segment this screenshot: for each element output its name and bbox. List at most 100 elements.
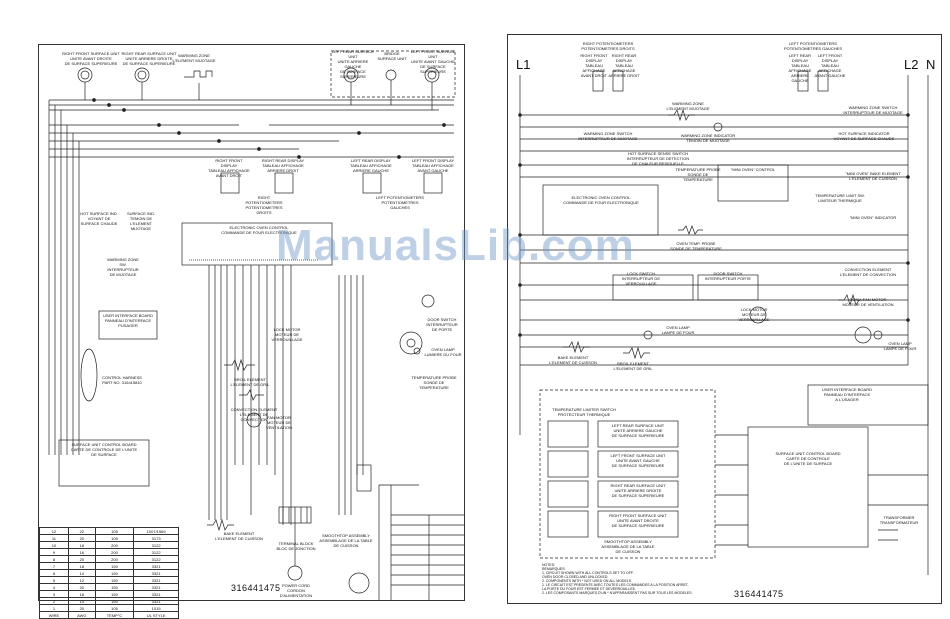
- table-cell: 10: [39, 541, 69, 549]
- table-cell: 150: [94, 569, 135, 577]
- door-switch-label: DOOR SWITCH INTERRUPTEUR DE PORTE: [426, 317, 458, 332]
- table-cell: 105: [94, 527, 135, 535]
- table-cell: 20: [67, 555, 96, 563]
- temp-probe-right: TEMPERATURE PROBE SONDE DE TEMPERATURE: [675, 167, 721, 182]
- table-cell: 3321: [133, 597, 179, 605]
- neutral-label: N: [926, 57, 936, 72]
- table-cell: 3321: [133, 562, 179, 570]
- mini-oven-indicator: "MINI OVEN" INDICATOR: [849, 215, 897, 220]
- right-front-display-label: RIGHT FRONT DISPLAY TABLEAU AFFICHAGE AV…: [208, 158, 250, 178]
- warming-zone-switch-label: WARMING ZONE SW. INTERRUPTEUR DE MIJOTAG…: [107, 257, 139, 277]
- control-harness-label: CONTROL HARNESS PART NO. 316415810: [102, 375, 142, 385]
- wiring-diagram-lines: [48, 50, 464, 600]
- oven-temp-probe: OVEN TEMP. PROBE SONDE DE TEMPERATURE: [670, 241, 722, 251]
- bake-element-label: BAKE ELEMENT L'ELEMENT DE CUISSON: [549, 355, 597, 365]
- right-front-display-2: RIGHT FRONT DISPLAY TABLEAU AFFICHAGE AV…: [580, 53, 608, 78]
- surface-board-label-2: SURFACE UNIT CONTROL BOARD CARTE DE CONT…: [775, 451, 841, 466]
- oven-lamp-label-3: OVEN LAMP LAMPE DE FOUR: [883, 341, 917, 351]
- right-rear-display-label: RIGHT REAR DISPLAY TABLEAU AFFICHAGE ARR…: [261, 158, 305, 173]
- table-cell: 150: [94, 562, 135, 570]
- table-cell: 12: [39, 527, 69, 535]
- lock-motor-label: LOCK MOTOR MOTEUR DE VERROUILLAGE: [271, 327, 303, 342]
- warming-zone-label: WARMING ZONE L'ELEMENT MIJOTAGE: [172, 53, 216, 63]
- mini-oven-bake-label: "MINI OVEN" BAKE ELEMENT L'ELEMENT DE CU…: [845, 171, 901, 181]
- table-cell: 1015: [133, 604, 179, 612]
- broil-element-label: BROIL ELEMENT L'ELEMENT DE GRIL: [613, 361, 653, 371]
- oven-lamp-label-2: OVEN LAMP LAMPE DE FOUR: [661, 325, 695, 335]
- table-cell: 3122: [133, 541, 179, 549]
- notes-body: 1. CIRCUIT SHOWN WITH ALL CONTROLS SET T…: [542, 571, 693, 595]
- eoc-label-2: ELECTRONIC OVEN CONTROL COMMANDE DE FOUR…: [563, 195, 639, 205]
- table-cell: 3321: [133, 576, 179, 584]
- left-front-surface-unit: LEFT FRONT SURFACE UNIT UNITE AVANT GAUC…: [610, 453, 666, 468]
- table-header-cell: WIRE: [39, 611, 69, 619]
- left-rear-unit-label: LEFT REAR SURFACE UNIT UNITE ARRIERE GAU…: [332, 49, 374, 79]
- warming-zone-switch-right: WARMING ZONE SWITCH INTERRUPTEUR DE MIJO…: [843, 105, 903, 115]
- l2-label: L2: [904, 57, 919, 72]
- bake-label: BAKE ELEMENT L'ELEMENT DE CUISSON: [215, 531, 263, 541]
- oven-lamp-label: OVEN LAMP LUMIERE DU FOUR: [424, 347, 462, 357]
- door-switch-label-2: DOOR SWITCH INTERRUPTEUR PORTE: [704, 271, 752, 281]
- right-rear-display-2: RIGHT REAR DISPLAY TABLEAU AFFICHAGE ARR…: [608, 53, 640, 78]
- table-cell: 11: [39, 534, 69, 542]
- schematic-lines: [518, 70, 929, 575]
- left-front-unit-label: LEFT FRONT SURFACE UNIT UNITE AVANT GAUC…: [410, 49, 456, 74]
- table-cell: 150: [94, 576, 135, 584]
- terminal-block-label: TERMINAL BLOCK BLOC DE JONCTION: [276, 541, 316, 551]
- right-rear-surface-unit: RIGHT REAR SURFACE UNIT UNITE ARRIERE DR…: [610, 483, 666, 498]
- left-doc-number: 316441475: [231, 583, 281, 593]
- table-cell: 200: [94, 541, 135, 549]
- power-cord-label: POWER CORD CORDON D'ALIMENTATION: [279, 583, 313, 598]
- mini-oven-thermostat: TEMPERATURE LIMIT SW. LIMITEUR THERMIQUE: [815, 193, 865, 203]
- table-cell: 200: [94, 548, 135, 556]
- convection-label: CONVECTION ELEMENT L'ELEMENT DE CONVECTI…: [230, 407, 278, 422]
- uib-label-2: USER INTERFACE BOARD PANNEAU D'INTERFACE…: [821, 387, 872, 402]
- right-pots-label: RIGHT POTENTIOMETERS POTENTIOMETRES DROI…: [245, 195, 283, 215]
- left-rear-display-2: LEFT REAR DISPLAY TABLEAU AFFICHAGE ARRI…: [788, 53, 812, 83]
- table-cell: 3: [39, 590, 69, 598]
- table-cell: 9: [39, 548, 69, 556]
- surface-board-label: SURFACE UNIT CONTROL BOARD CARTE DE CONT…: [70, 442, 138, 457]
- table-cell: 150: [94, 597, 135, 605]
- table-cell: 150: [94, 583, 135, 591]
- table-cell: 20: [67, 604, 96, 612]
- table-cell: 3122: [133, 555, 179, 563]
- smoothtop-label: SMOOTHTOP ASSEMBLY ASSEMBLAGE DE LA TABL…: [319, 533, 373, 548]
- table-header-cell: UL STYLE: [133, 611, 179, 619]
- left-front-display-label: LEFT FRONT DISPLAY TABLEAU AFFICHAGE AVA…: [411, 158, 455, 173]
- right-front-surface-unit: RIGHT FRONT SURFACE UNIT UNITE AVANT DRO…: [609, 513, 667, 528]
- table-cell: 2: [39, 597, 69, 605]
- table-cell: 3321: [133, 583, 179, 591]
- left-rear-surface-unit: LEFT REAR SURFACE UNIT UNITE ARRIERE GAU…: [611, 423, 665, 438]
- mini-oven-control-label: "MINI OVEN" CONTROL: [730, 167, 776, 172]
- lock-switch-label: LOCK SWITCH INTERRUPTEUR DE VERROUILLAGE: [621, 271, 660, 286]
- right-front-unit-label: RIGHT FRONT SURFACE UNIT UNITE AVANT DRO…: [62, 51, 120, 66]
- surface-ind-label: SURFACE IND. TEMOIN DE L'ELEMENT MIJOTAG…: [126, 211, 155, 231]
- table-cell: 14: [67, 569, 96, 577]
- left-rear-display-label: LEFT REAR DISPLAY TABLEAU AFFICHAGE ARRI…: [350, 158, 392, 173]
- right-rear-unit-label: RIGHT REAR SURFACE UNIT UNITE ARRIERE DR…: [121, 51, 177, 66]
- wiring-diagram-sheet: RIGHT FRONT SURFACE UNIT UNITE AVANT DRO…: [38, 44, 465, 619]
- lock-motor-label-2: LOCK MOTOR MOTEUR DE VERROUILLAGE: [738, 307, 770, 322]
- table-cell: 4: [39, 583, 69, 591]
- table-cell: 18: [67, 562, 96, 570]
- table-cell: 150: [94, 590, 135, 598]
- limiter-label: TEMPERATURE LIMITER SWITCH PROTECTEUR TH…: [552, 407, 616, 417]
- warming-zone-label-2: WARMING ZONE L'ELEMENT MIJOTAGE: [666, 101, 710, 111]
- hot-surface-indicator: HOT SURFACE INDICATOR VOYANT DE SURFACE …: [833, 131, 895, 141]
- table-cell: 16: [67, 548, 96, 556]
- uib-label: USER INTERFACE BOARD PANNEAU D'INTERFACE…: [102, 313, 153, 328]
- table-cell: 105: [94, 534, 135, 542]
- table-header-cell: AWG: [67, 611, 96, 619]
- notes-title: NOTES: REMARQUES:: [542, 563, 566, 571]
- table-cell: 20: [67, 583, 96, 591]
- hot-surface-label: HOT SURFACE IND. VOYANT DE SURFACE CHAUD…: [80, 211, 118, 226]
